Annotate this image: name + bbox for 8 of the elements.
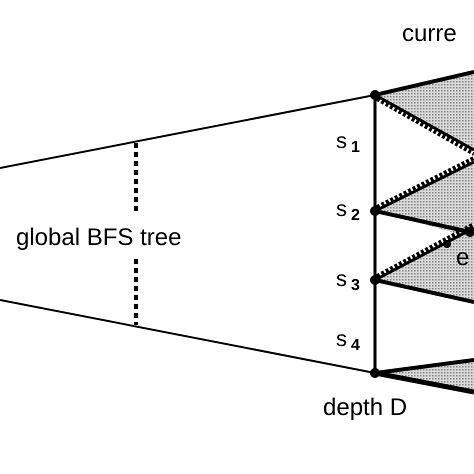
segment-label: s$_{3}$ xyxy=(336,268,360,290)
segment-label: s$_{2}$ xyxy=(336,198,360,220)
segment-label: s$_{4}$ xyxy=(336,328,360,350)
partial-label: curre xyxy=(402,22,457,46)
depth-label: depth D xyxy=(323,396,408,420)
segment-label: s$_{1}$ xyxy=(336,130,360,152)
tree-label: global BFS tree xyxy=(16,226,182,250)
partial-label: e xyxy=(456,246,470,270)
